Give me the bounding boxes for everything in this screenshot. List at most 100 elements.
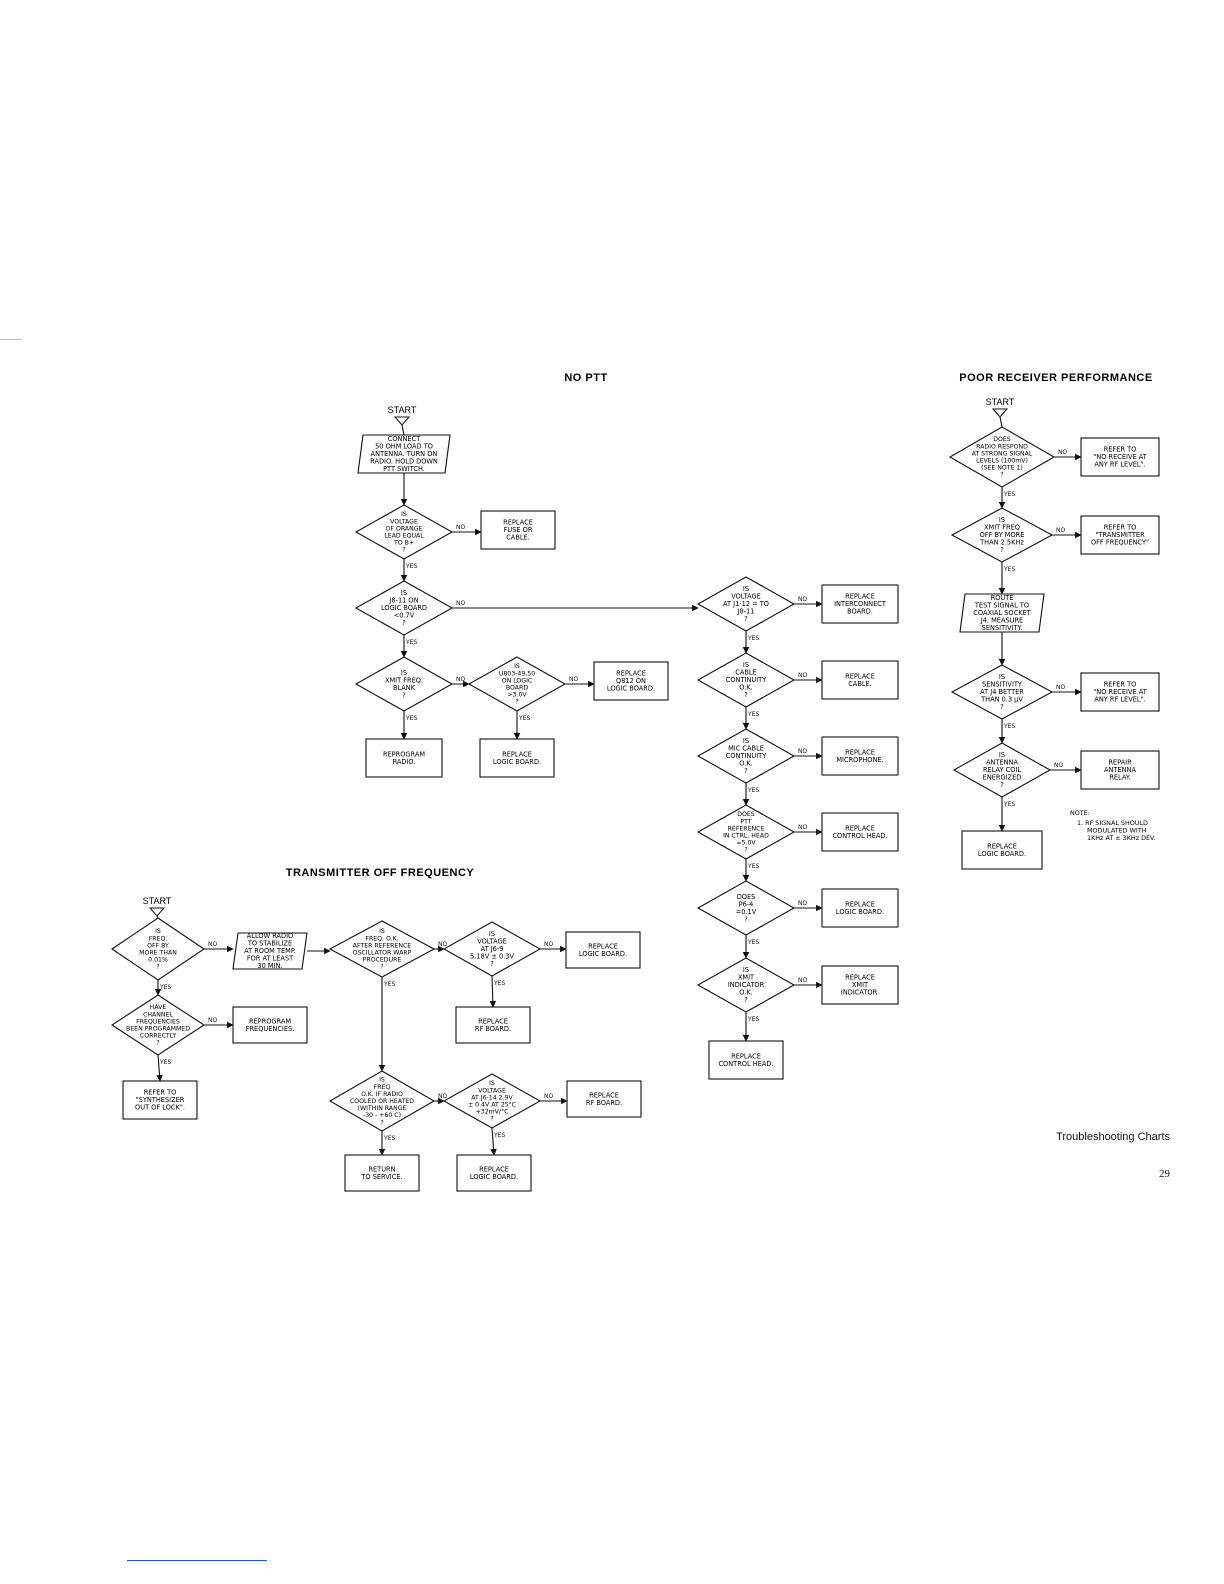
decision-diamond bbox=[696, 804, 796, 860]
branch-label-yes: YES bbox=[747, 635, 759, 642]
node-text-line: =0.1V bbox=[736, 908, 757, 916]
node-text-line: AFTER REFERENCE bbox=[353, 942, 411, 949]
node-text-line: REPLACE bbox=[731, 1052, 761, 1060]
node-text-line: VOLTAGE bbox=[478, 1087, 506, 1094]
decision-diamond bbox=[328, 920, 436, 978]
node-text-line: REFER TO bbox=[1104, 446, 1137, 454]
node-text-line: ANTENNA. TURN ON bbox=[371, 450, 438, 458]
node-text-line: REPLACE bbox=[478, 1017, 508, 1025]
process-box bbox=[961, 830, 1043, 870]
branch-label-no: NO bbox=[438, 1093, 447, 1100]
node-text-line: ? bbox=[490, 1116, 493, 1123]
decision-diamond bbox=[111, 917, 205, 981]
node-text-line: VOLTAGE bbox=[477, 938, 507, 946]
node-text-line: OSCILLATOR WARP bbox=[353, 950, 412, 957]
branch-label-no: NO bbox=[798, 748, 807, 755]
note-label: NOTE: bbox=[1070, 809, 1090, 817]
decision-diamond bbox=[696, 880, 796, 936]
node-text-line: TO SERVICE. bbox=[360, 1173, 402, 1181]
node-text-line: 50 OHM LOAD TO bbox=[375, 443, 433, 451]
branch-label-yes: YES bbox=[405, 715, 417, 722]
node-text-line: OUT OF LOCK". bbox=[135, 1104, 185, 1112]
node-text-line: "NO RECEIVE AT bbox=[1093, 453, 1147, 461]
node-text-line: ? bbox=[744, 996, 748, 1004]
node-text-line: IS bbox=[743, 737, 749, 745]
note-line: 1. RF SIGNAL SHOULD bbox=[1077, 819, 1148, 827]
node-text-line: ? bbox=[380, 964, 383, 971]
branch-label-yes: YES bbox=[493, 1132, 505, 1139]
node-text-line: OFF BY bbox=[147, 942, 169, 949]
process-box bbox=[821, 584, 899, 624]
node-text-line: CORRECTLY bbox=[140, 1033, 176, 1040]
decision-diamond bbox=[952, 742, 1052, 798]
io-parallelogram bbox=[357, 434, 451, 474]
node-text-line: MIC CABLE bbox=[728, 745, 764, 753]
process-box bbox=[1080, 750, 1160, 790]
node-text-line: REPLACE bbox=[479, 1165, 509, 1173]
node-text-line: REPLACE bbox=[588, 942, 618, 950]
node-text-line: FREQ. O.K. bbox=[365, 935, 398, 942]
decision-diamond bbox=[354, 504, 454, 560]
process-box bbox=[122, 1080, 198, 1120]
node-text-line: 30 MIN. bbox=[257, 962, 282, 970]
node-text-line: OF ORANGE bbox=[386, 525, 423, 532]
node-text-line: ? bbox=[402, 619, 406, 627]
node-text-line: LOGIC BOARD. bbox=[493, 758, 541, 766]
node-text-line: ALLOW RADIO bbox=[247, 932, 293, 940]
node-text-line: CABLE bbox=[735, 669, 756, 677]
start-label: START bbox=[388, 405, 417, 415]
branch-label-yes: YES bbox=[383, 1135, 395, 1142]
node-text-line: CABLE. bbox=[506, 534, 530, 542]
node-text-line: O.K. bbox=[739, 684, 752, 692]
branch-label-no: NO bbox=[456, 676, 465, 683]
node-text-line: P6-4 bbox=[739, 900, 754, 908]
decision-diamond bbox=[354, 580, 454, 636]
node-text-line: RADIO RESPOND bbox=[976, 443, 1028, 450]
node-text-line: ? bbox=[490, 960, 494, 968]
node-text-line: AT J4 BETTER bbox=[980, 688, 1024, 696]
branch-label-no: NO bbox=[544, 941, 553, 948]
node-text-line: REPLACE bbox=[845, 974, 875, 982]
node-text-line: ? bbox=[1000, 781, 1004, 789]
node-text-line: IS bbox=[379, 928, 385, 935]
chart-title: POOR RECEIVER PERFORMANCE bbox=[959, 372, 1152, 384]
node-text-line: ± 0.4V AT 25°C bbox=[468, 1101, 516, 1109]
branch-label-no: NO bbox=[208, 941, 217, 948]
node-text-line: FREQUENCIES bbox=[136, 1018, 180, 1025]
node-text-line: AT ROOM TEMP. bbox=[244, 947, 296, 955]
node-text-line: ANY RF LEVEL". bbox=[1094, 461, 1145, 469]
flow-connector bbox=[489, 975, 497, 1008]
decision-diamond bbox=[467, 656, 567, 712]
node-text-line: OFF BY MORE bbox=[980, 531, 1025, 539]
node-text-line: INDICATOR bbox=[728, 981, 765, 989]
decision-diamond bbox=[948, 426, 1056, 488]
branch-label-yes: YES bbox=[159, 1059, 171, 1066]
node-text-line: RADIO. bbox=[393, 758, 416, 766]
node-text-line: J8-11 bbox=[737, 608, 755, 616]
node-text-line: TEST SIGNAL TO bbox=[974, 602, 1029, 610]
node-text-line: THAN 0.3 µV bbox=[980, 696, 1023, 704]
node-text-line: BLANK bbox=[393, 684, 416, 692]
node-text-line: MICROPHONE. bbox=[836, 756, 883, 764]
decision-diamond bbox=[328, 1070, 436, 1132]
branch-label-no: NO bbox=[544, 1093, 553, 1100]
node-text-line: LEAD EQUAL bbox=[384, 533, 424, 540]
branch-label-yes: YES bbox=[747, 863, 759, 870]
node-text-line: +32mV/°C bbox=[476, 1108, 509, 1116]
